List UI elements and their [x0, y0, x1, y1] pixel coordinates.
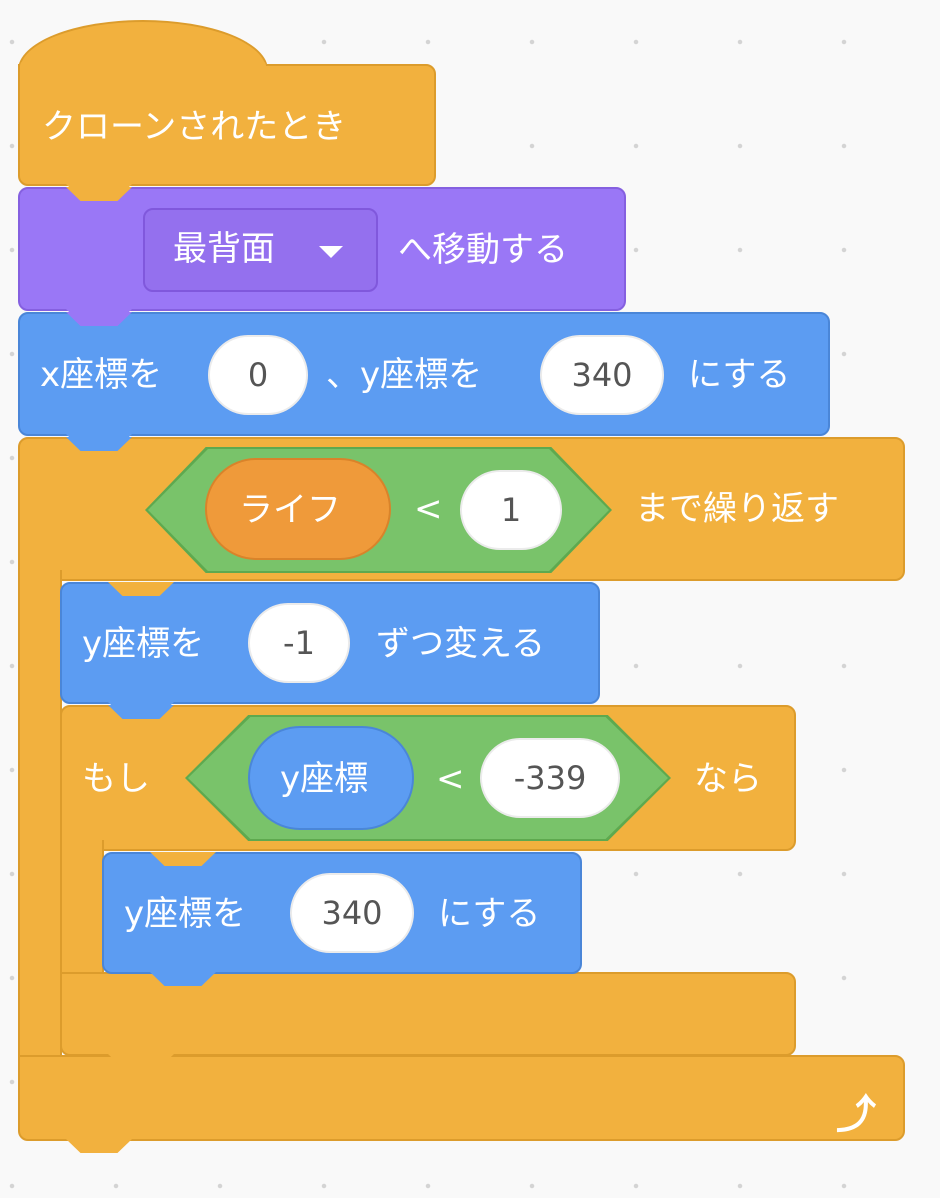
hat-label: クローンされたとき	[42, 107, 347, 147]
repeat-value-input[interactable]: 1	[460, 470, 562, 550]
layer-dropdown[interactable]: 最背面	[143, 208, 378, 292]
layer-suffix: へ移動する	[398, 230, 568, 270]
life-variable-reporter[interactable]: ライフ	[205, 458, 391, 560]
chevron-down-icon	[319, 246, 343, 258]
y-input[interactable]: 340	[540, 335, 664, 415]
loop-arrow-icon: ⤴	[836, 1092, 876, 1138]
y-position-reporter[interactable]: y座標	[248, 726, 414, 830]
if-value-input[interactable]: -339	[480, 738, 620, 818]
set-y-input[interactable]: 340	[290, 873, 414, 953]
change-y-input[interactable]: -1	[248, 603, 350, 683]
x-input[interactable]: 0	[208, 335, 308, 415]
